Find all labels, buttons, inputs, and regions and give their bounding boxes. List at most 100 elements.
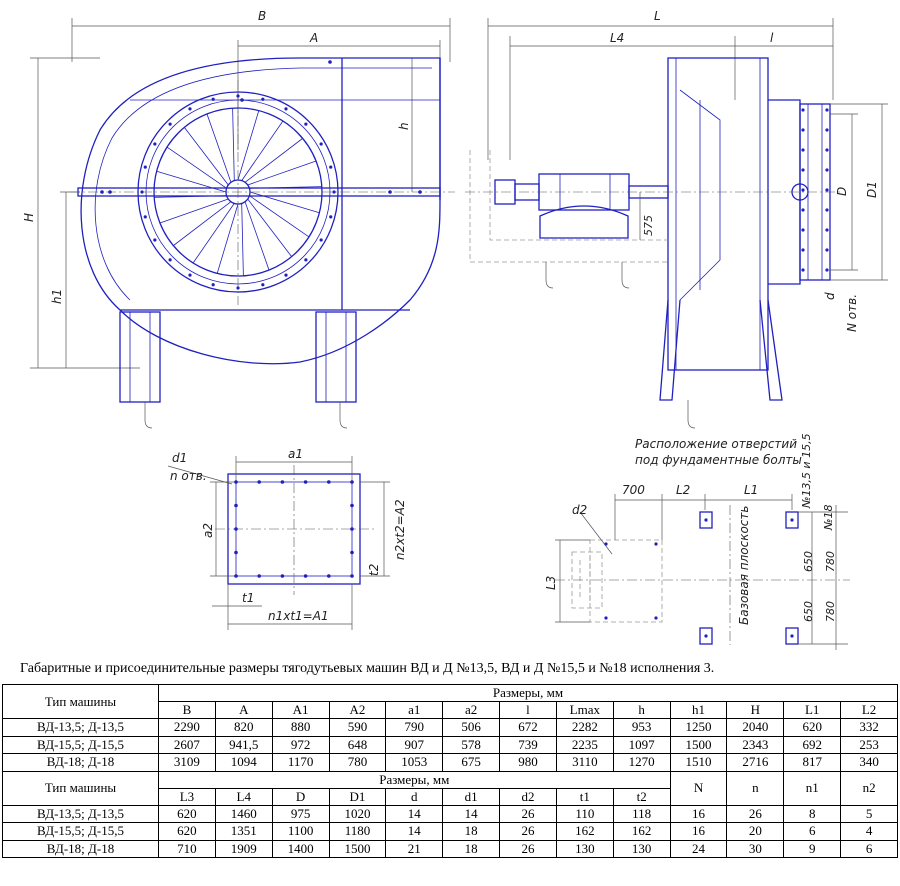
- table-cell: 253: [840, 735, 898, 754]
- dim-a1: a1: [288, 447, 303, 461]
- column-header: h1: [669, 701, 728, 719]
- table-cell: 30: [726, 839, 785, 858]
- dim-t2: t2: [367, 564, 381, 576]
- dim-A: A: [309, 31, 318, 45]
- table-cell: 1500: [328, 839, 387, 858]
- table-cell: 14: [442, 804, 501, 823]
- table-cell: 941,5: [214, 735, 273, 754]
- table-cell: 648: [328, 735, 387, 754]
- table-cell: 2716: [726, 753, 785, 772]
- column-header: a2: [442, 701, 501, 719]
- column-header: t1: [555, 787, 614, 806]
- dim-D: D: [835, 187, 849, 196]
- table-cell: 26: [499, 839, 557, 858]
- table-cell: 620: [783, 718, 842, 737]
- table-cell: 3110: [555, 753, 614, 772]
- table-cell: 817: [783, 753, 842, 772]
- table-cell: 1460: [214, 804, 273, 823]
- table-cell: 675: [442, 753, 501, 772]
- column-header: L3: [158, 787, 216, 806]
- table-cell: 506: [442, 718, 501, 737]
- table-cell: 24: [669, 839, 728, 858]
- dim-H: H: [22, 213, 36, 222]
- table-cell: 340: [840, 753, 898, 772]
- table-cell: 8: [783, 804, 842, 823]
- table-cell: 16: [669, 804, 728, 823]
- table-cell: 1909: [214, 839, 273, 858]
- table-cell: 26: [499, 804, 557, 823]
- dim-t1: t1: [242, 591, 254, 605]
- table-cell: 130: [612, 839, 671, 858]
- table-cell: 2235: [555, 735, 614, 754]
- table-cell: 14: [385, 804, 444, 823]
- dim-d1: d1: [172, 451, 187, 465]
- table-cell: 2290: [158, 718, 216, 737]
- table-cell: 590: [328, 718, 387, 737]
- table-cell: 739: [499, 735, 557, 754]
- table-cell: 620: [158, 822, 216, 841]
- table-cell: 6: [840, 839, 898, 858]
- table-cell: 1097: [612, 735, 671, 754]
- dim-650-bottom: 650: [802, 601, 815, 622]
- table-cell: 110: [555, 804, 614, 823]
- table-cell: 1270: [612, 753, 671, 772]
- dim-d: d: [823, 292, 837, 300]
- table-cell: 1180: [328, 822, 387, 841]
- table-cell: 2607: [158, 735, 216, 754]
- dim-650-top: 650: [802, 551, 815, 572]
- column-header: A2: [328, 701, 387, 719]
- header-sizes: Размеры, мм: [158, 770, 671, 789]
- table-cell: 1053: [385, 753, 444, 772]
- column-header: B: [158, 701, 216, 719]
- row-machine-type: ВД-15,5; Д-15,5: [2, 735, 159, 754]
- table-cell: 6: [783, 822, 842, 841]
- label-no-13-15: №13,5 и 15,5: [800, 433, 813, 509]
- table-cell: 1020: [328, 804, 387, 823]
- column-header: L4: [214, 787, 273, 806]
- row-machine-type: ВД-13,5; Д-13,5: [2, 718, 159, 737]
- table-cell: 1100: [271, 822, 330, 841]
- column-header: D1: [328, 787, 387, 806]
- dim-780-top: 780: [824, 551, 837, 572]
- column-header: A: [214, 701, 273, 719]
- table-cell: 1250: [669, 718, 728, 737]
- table-cell: 790: [385, 718, 444, 737]
- column-header: N: [669, 770, 728, 806]
- column-header: d2: [499, 787, 557, 806]
- dim-h: h: [397, 122, 411, 130]
- table-cell: 5: [840, 804, 898, 823]
- table-cell: 9: [783, 839, 842, 858]
- dim-a2: a2: [201, 523, 215, 538]
- row-machine-type: ВД-18; Д-18: [2, 753, 159, 772]
- table-cell: 953: [612, 718, 671, 737]
- table-cell: 980: [499, 753, 557, 772]
- table-cell: 21: [385, 839, 444, 858]
- table-cell: 162: [612, 822, 671, 841]
- column-header: d1: [442, 787, 501, 806]
- technical-drawing: B A H h1 h: [22, 9, 888, 650]
- column-header: L2: [840, 701, 898, 719]
- column-header: n1: [783, 770, 842, 806]
- table-cell: 18: [442, 839, 501, 858]
- table-cell: 18: [442, 822, 501, 841]
- table-cell: 2282: [555, 718, 614, 737]
- dim-L4: L4: [610, 31, 624, 45]
- table-cell: 975: [271, 804, 330, 823]
- table-cell: 578: [442, 735, 501, 754]
- dim-700: 700: [622, 483, 645, 497]
- table-cell: 14: [385, 822, 444, 841]
- row-machine-type: ВД-15,5; Д-15,5: [2, 822, 159, 841]
- table-cell: 26: [726, 804, 785, 823]
- table-cell: 20: [726, 822, 785, 841]
- table-cell: 2040: [726, 718, 785, 737]
- table-cell: 118: [612, 804, 671, 823]
- table-cell: 2343: [726, 735, 785, 754]
- dim-l: l: [770, 31, 774, 45]
